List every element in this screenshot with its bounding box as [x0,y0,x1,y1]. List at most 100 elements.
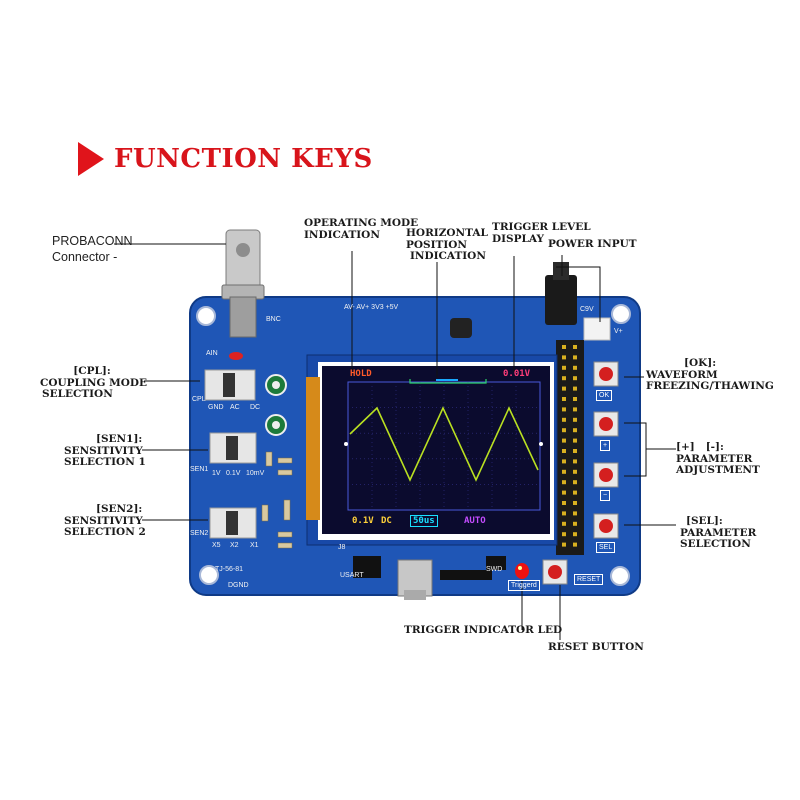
header-pin [562,397,566,401]
header-pin [573,532,577,537]
reset-button-label: RESET BUTTON [548,641,644,653]
probe-label-line1: PROBACONN [52,234,133,248]
bnc-connector-icon [221,229,265,338]
screen [322,366,550,534]
horizontal-position-line1: HORIZONTAL [406,227,488,239]
trigger-led-icon [515,563,529,579]
horizontal-position-label: HORIZONTAL POSITION INDICATION [406,227,488,263]
silk-sen2: SEN2 [190,530,209,537]
screen-timebase: 50us [410,515,438,527]
header-pin [573,469,577,474]
silk-reset: RESET [574,574,604,585]
sen2-label: [SEN2]: SENSITIVITY SELECTION 2 [64,503,146,539]
page-title: FUNCTION KEYS [114,144,373,174]
header-pin [562,501,566,505]
probe-label-line2: Connector - [52,250,118,264]
header-pin [573,542,577,547]
minus-button-icon [593,462,619,488]
sel-label-line2: PARAMETER [680,526,757,539]
header-pin [573,417,577,422]
sen2-label-line3: SELECTION 2 [64,526,146,538]
header-pin [562,480,566,485]
header-pin [562,521,566,526]
silk-dgnd: DGND [228,582,249,589]
header-pin [562,407,566,412]
sen2-label-line1: [SEN2]: [96,503,143,515]
title-arrow-icon [78,142,104,176]
cpl-label: [CPL]: COUPLING MODE SELECTION [40,365,147,401]
horizontal-position-line2: POSITION [406,238,468,251]
silk-dc: DC [250,404,261,411]
sen1-label-line2: SENSITIVITY [64,444,143,457]
trigger-level-line2: DISPLAY [492,232,544,245]
trigger-led-label: TRIGGER INDICATOR LED [404,624,563,636]
header-pin [573,428,577,433]
header-pin [562,345,566,349]
header-pin [562,376,566,381]
silk-x2: X2 [230,542,239,549]
silk-c9v: C9V [580,306,594,313]
header-pin [573,407,577,412]
sel-button-icon [593,513,619,539]
sen1-switch-icon [209,432,257,464]
sen1-label-line1: [SEN1]: [96,433,143,445]
silk-ok: OK [596,390,613,401]
header-pin [573,521,577,526]
horizontal-position-line3: INDICATION [410,250,486,262]
header-pin [573,480,577,485]
header-pin [562,511,566,516]
silk-01v: 0.1V [226,470,241,477]
ok-label: [OK]: WAVEFORM FREEZING/THAWING [646,357,774,393]
screen-trigger-level: 0.01V [503,369,531,379]
silk-triggerd: Triggerd [508,580,540,591]
cpl-label-line3: SELECTION [42,388,113,400]
sel-label: [SEL]: PARAMETER SELECTION [680,515,757,551]
silk-gnd: GND [208,404,224,411]
ok-label-line2: WAVEFORM [646,368,718,381]
silk-model: TJ-56-81 [215,566,244,573]
cpl-label-line2: COUPLING MODE [40,376,147,389]
silk-j8: J8 [338,544,346,551]
header-pin [573,397,577,401]
mount-hole-bl [199,565,219,585]
silk-x5: X5 [212,542,221,549]
header-pin [562,438,566,443]
sel-label-line1: [SEL]: [686,515,723,527]
header-pin [573,511,577,516]
silk-cpl: CPL [192,396,206,403]
header-pin [562,532,566,537]
sen2-switch-icon [209,507,257,539]
plusminus-label: [+] [-]: PARAMETER ADJUSTMENT [676,441,760,477]
header-pin [573,438,577,443]
screen-coupling: DC [381,516,392,526]
silk-10mv: 10mV [246,470,265,477]
silk-ac: AC [230,404,240,411]
header-pin [562,459,566,464]
header-pin [562,428,566,433]
silk-pins-top: AV- AV+ 3V3 +5V [344,304,399,311]
header-pin [573,355,577,360]
trigger-level-line1: TRIGGER LEVEL [492,221,591,233]
header-pin [562,449,566,453]
mount-hole-br [610,566,630,586]
mount-hole-tr [611,304,631,324]
header-pin [573,459,577,464]
plus-button-icon [593,411,619,437]
header-pin [573,501,577,505]
sel-label-line3: SELECTION [680,538,751,550]
plusminus-label-line1: [+] [-]: [676,441,724,453]
trimmer-pot-icon [265,374,287,436]
pin-header [556,340,584,555]
header-pin [573,449,577,453]
waveform-trace [349,406,539,482]
sen2-label-line2: SENSITIVITY [64,514,143,527]
silk-sen1: SEN1 [190,466,209,473]
operating-mode-line1: OPERATING MODE [304,217,419,229]
sen1-label: [SEN1]: SENSITIVITY SELECTION 1 [64,433,146,469]
sen1-label-line3: SELECTION 1 [64,456,146,468]
header-pin [562,542,566,547]
plusminus-label-line2: PARAMETER [676,452,753,465]
header-pin [573,365,577,370]
header-pin [573,345,577,349]
